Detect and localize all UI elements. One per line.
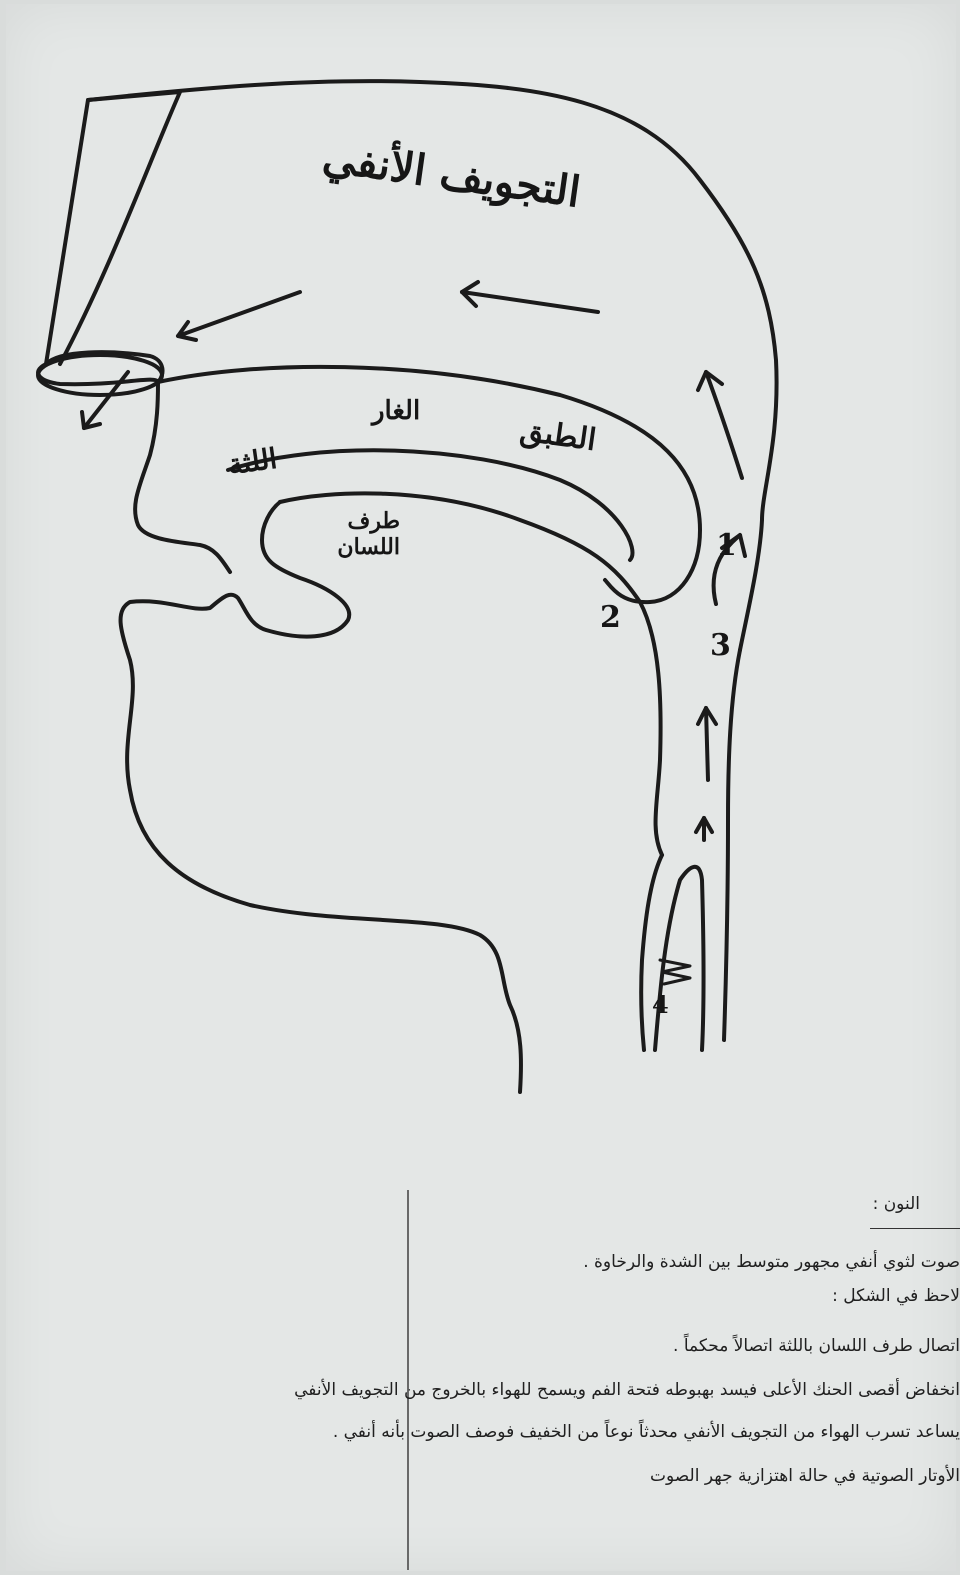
caption-line-5: يساعد تسرب الهواء من التجويف الأنفي محدث…	[333, 1424, 960, 1441]
upper-lip-nose	[38, 352, 230, 572]
caption-line-6: الأوتار الصوتية في حالة اهتزازية جهر الص…	[650, 1468, 960, 1485]
label-number-4: 4	[652, 990, 669, 1019]
nostril-ellipse	[38, 355, 162, 395]
caption-line-1: صوت لثوي أنفي مجهور متوسط بين الشدة والر…	[583, 1254, 960, 1271]
caption-line-2: لاحظ في الشكل :	[832, 1288, 960, 1305]
label-number-2: 2	[600, 600, 621, 635]
pharynx-wall	[724, 650, 740, 1040]
label-alveolar-ridge: اللثة	[226, 442, 279, 482]
label-tongue-tip: طرف اللسان	[290, 508, 400, 561]
title-underline	[870, 1228, 960, 1229]
label-number-3: 3	[710, 628, 731, 663]
nose-bridge	[60, 92, 180, 364]
airflow-arrows	[82, 282, 745, 840]
head-outline	[121, 502, 521, 1092]
label-hard-palate: الغار	[372, 396, 420, 426]
palate-upper	[158, 367, 700, 602]
caption-title: النون :	[873, 1196, 920, 1213]
caption-line-3: اتصال طرف اللسان باللثة اتصالاً محكماً .	[673, 1338, 960, 1355]
larynx-inner	[655, 867, 704, 1050]
caption-line-4: انخفاض أقصى الحنك الأعلى فيسد بهبوطه فتح…	[294, 1382, 960, 1399]
label-number-1: 1	[716, 528, 737, 563]
